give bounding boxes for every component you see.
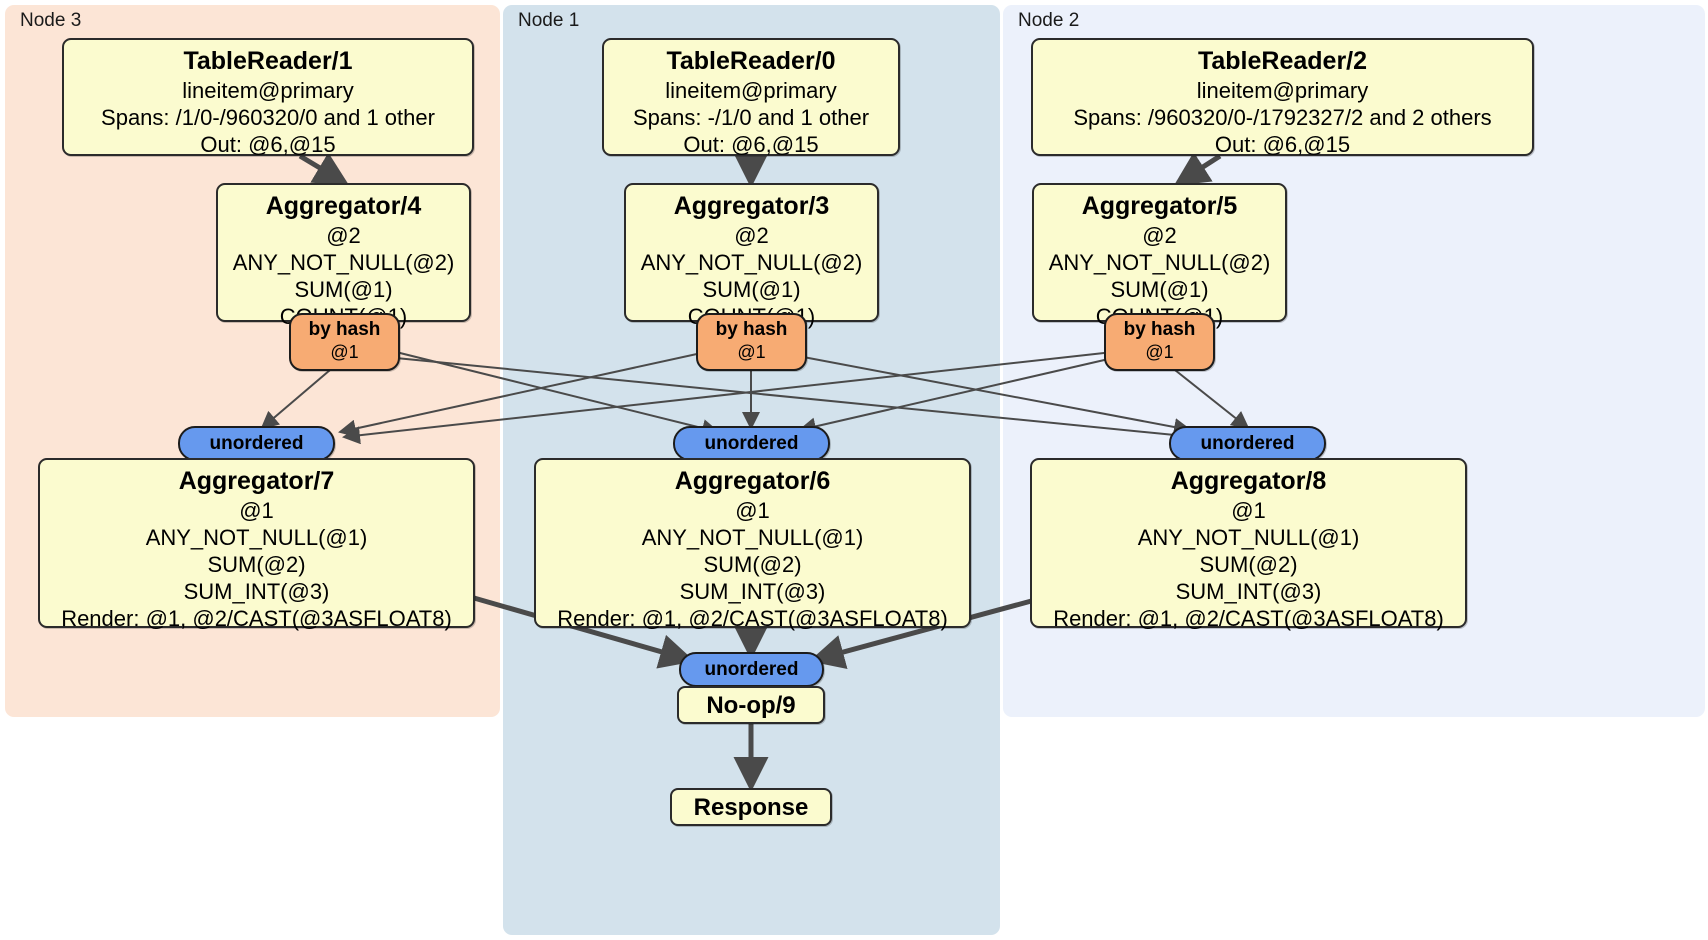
processor-line: Spans: -/1/0 and 1 other <box>632 105 870 130</box>
router-by-hash-right[interactable]: by hash @1 <box>1104 313 1215 371</box>
processor-line: SUM(@2) <box>207 552 306 577</box>
processor-line: ANY_NOT_NULL(@2) <box>232 250 455 275</box>
processor-title: Aggregator/5 <box>1081 192 1238 220</box>
processor-aggregator-8[interactable]: Aggregator/8 @1 ANY_NOT_NULL(@1) SUM(@2)… <box>1030 458 1467 631</box>
processor-title: TableReader/2 <box>1197 47 1368 75</box>
processor-line: lineitem@primary <box>665 78 837 103</box>
processor-line: @2 <box>734 223 769 248</box>
processor-line: @1 <box>1231 498 1266 523</box>
processor-line: SUM(@2) <box>1199 552 1298 577</box>
processor-table-reader-2[interactable]: TableReader/2 lineitem@primary Spans: /9… <box>1031 38 1534 157</box>
router-column: @1 <box>1145 342 1174 362</box>
router-kind: by hash <box>1123 319 1196 340</box>
node-label-node1: Node 1 <box>518 10 580 31</box>
router-by-hash-center[interactable]: by hash @1 <box>696 313 807 371</box>
processor-aggregator-3[interactable]: Aggregator/3 @2 ANY_NOT_NULL(@2) SUM(@1)… <box>624 183 879 329</box>
processor-line: lineitem@primary <box>1196 78 1369 103</box>
processor-table-reader-1[interactable]: TableReader/1 lineitem@primary Spans: /1… <box>62 38 474 157</box>
processor-line: @1 <box>735 498 770 523</box>
processor-aggregator-4[interactable]: Aggregator/4 @2 ANY_NOT_NULL(@2) SUM(@1)… <box>216 183 471 329</box>
processor-aggregator-6[interactable]: Aggregator/6 @1 ANY_NOT_NULL(@1) SUM(@2)… <box>534 458 971 631</box>
input-unordered-center[interactable]: unordered <box>673 426 830 461</box>
processor-response[interactable]: Response <box>670 788 832 826</box>
processor-line: Render: @1, @2/CAST(@3ASFLOAT8) <box>61 606 452 631</box>
processor-line: ANY_NOT_NULL(@1) <box>1137 525 1360 550</box>
processor-line: SUM_INT(@3) <box>183 579 330 604</box>
processor-line: Render: @1, @2/CAST(@3ASFLOAT8) <box>1053 606 1444 631</box>
processor-aggregator-5[interactable]: Aggregator/5 @2 ANY_NOT_NULL(@2) SUM(@1)… <box>1032 183 1287 329</box>
processor-line: @2 <box>326 223 361 248</box>
router-kind: by hash <box>308 319 381 340</box>
processor-title: Aggregator/6 <box>674 467 831 495</box>
processor-line: ANY_NOT_NULL(@1) <box>641 525 864 550</box>
processor-line: @2 <box>1142 223 1177 248</box>
router-column: @1 <box>737 342 766 362</box>
input-unordered-right[interactable]: unordered <box>1169 426 1326 461</box>
processor-line: lineitem@primary <box>182 78 354 103</box>
processor-line: SUM_INT(@3) <box>1175 579 1322 604</box>
router-by-hash-left[interactable]: by hash @1 <box>289 313 400 371</box>
processor-line: ANY_NOT_NULL(@1) <box>145 525 368 550</box>
processor-table-reader-0[interactable]: TableReader/0 lineitem@primary Spans: -/… <box>602 38 900 157</box>
processor-line: SUM(@1) <box>1110 277 1209 302</box>
processor-line: SUM_INT(@3) <box>679 579 826 604</box>
input-unordered-final[interactable]: unordered <box>679 652 824 687</box>
processor-line: Spans: /1/0-/960320/0 and 1 other <box>101 105 435 130</box>
processor-title: Aggregator/3 <box>673 192 830 220</box>
processor-line: ANY_NOT_NULL(@2) <box>640 250 863 275</box>
node-label-node3: Node 3 <box>20 10 82 31</box>
processor-title: Aggregator/4 <box>265 192 422 220</box>
router-column: @1 <box>330 342 359 362</box>
processor-line: SUM(@1) <box>294 277 393 302</box>
processor-line: ANY_NOT_NULL(@2) <box>1048 250 1271 275</box>
processor-title: Aggregator/7 <box>178 467 335 495</box>
node-label-node2: Node 2 <box>1018 10 1080 31</box>
input-unordered-left[interactable]: unordered <box>178 426 335 461</box>
processor-title: Aggregator/8 <box>1170 467 1327 495</box>
processor-line: Out: @6,@15 <box>683 132 819 157</box>
processor-title: TableReader/1 <box>183 47 353 75</box>
processor-line: Render: @1, @2/CAST(@3ASFLOAT8) <box>557 606 948 631</box>
router-kind: by hash <box>715 319 788 340</box>
processor-line: Out: @6,@15 <box>1214 132 1351 157</box>
processor-line: SUM(@2) <box>703 552 802 577</box>
processor-aggregator-7[interactable]: Aggregator/7 @1 ANY_NOT_NULL(@1) SUM(@2)… <box>38 458 475 631</box>
processor-line: Out: @6,@15 <box>200 132 336 157</box>
processor-line: @1 <box>239 498 274 523</box>
processor-line: Spans: /960320/0-/1792327/2 and 2 others <box>1073 105 1492 130</box>
processor-noop-9[interactable]: No-op/9 <box>677 686 825 724</box>
processor-line: SUM(@1) <box>702 277 801 302</box>
processor-title: TableReader/0 <box>666 47 836 75</box>
